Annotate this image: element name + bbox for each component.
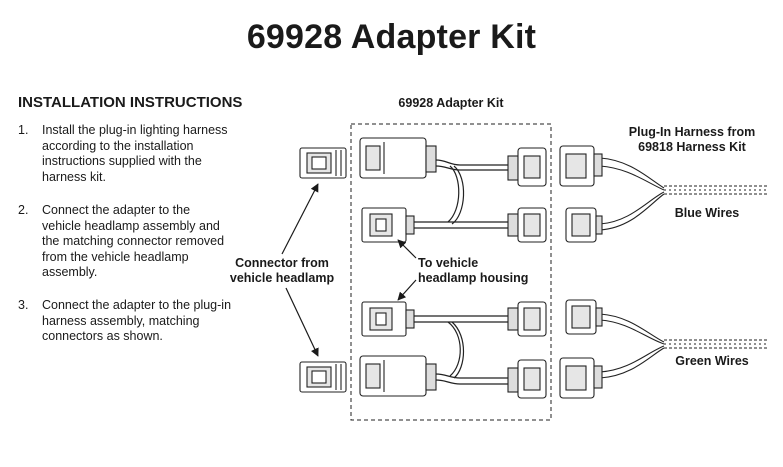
step-text: Install the plug-in lighting harness acc… xyxy=(42,123,228,184)
arrow-to-top-vehicle-connector xyxy=(281,183,319,255)
housing-label-line2: headlamp housing xyxy=(418,271,529,285)
harness-label-line1: Plug-In Harness from xyxy=(628,125,756,139)
vehicle-connector-top xyxy=(299,147,347,179)
housing-label-line1: To vehicle xyxy=(418,256,479,270)
harness-connector-1 xyxy=(559,145,603,187)
harness-connector-4 xyxy=(559,357,603,399)
adapter-plug-4 xyxy=(507,359,547,399)
blue-wires-label: Blue Wires xyxy=(674,206,740,220)
adapter-large-connector-bottom xyxy=(359,355,437,397)
step-text: Connect the adapter to the vehicle headl… xyxy=(42,203,225,279)
adapter-kit-boundary xyxy=(350,123,552,421)
arrow-to-top-housing-connector xyxy=(397,239,417,259)
pointer-arrows xyxy=(281,183,417,357)
step-text: Connect the adapter to the plug-in harne… xyxy=(42,298,232,343)
connector-from-headlamp-label: Connector from vehicle headlamp xyxy=(218,256,346,286)
harness-connector-2 xyxy=(565,207,603,243)
step-number: 3. xyxy=(18,298,29,312)
adapter-large-connector-top xyxy=(359,137,437,179)
green-wires-label: Green Wires xyxy=(675,354,749,368)
instructions-heading: INSTALLATION INSTRUCTIONS xyxy=(18,94,243,111)
harness-connector-3 xyxy=(565,299,603,335)
arrow-to-bottom-vehicle-connector xyxy=(285,287,319,357)
adapter-small-connector-bottom xyxy=(361,301,415,337)
connector-label-line1: Connector from xyxy=(235,256,329,270)
adapter-plug-1 xyxy=(507,147,547,187)
vehicle-connector-bottom xyxy=(299,361,347,393)
connector-label-line2: vehicle headlamp xyxy=(229,271,335,285)
harness-label: Plug-In Harness from 69818 Harness Kit xyxy=(612,125,772,155)
kit-label: 69928 Adapter Kit xyxy=(398,96,504,110)
adapter-wires xyxy=(412,159,510,385)
step-number: 2. xyxy=(18,203,29,217)
blue-harness-wires xyxy=(599,157,768,231)
adapter-small-connector-top xyxy=(361,207,415,243)
arrow-to-bottom-housing-connector xyxy=(397,279,417,301)
adapter-plug-3 xyxy=(507,301,547,337)
harness-label-line2: 69818 Harness Kit xyxy=(638,140,746,154)
page-title: 69928 Adapter Kit xyxy=(246,18,537,56)
green-harness-wires xyxy=(599,313,768,379)
headlamp-housing-label: To vehicle headlamp housing xyxy=(418,256,548,286)
step-number: 1. xyxy=(18,123,29,137)
adapter-plug-2 xyxy=(507,207,547,243)
